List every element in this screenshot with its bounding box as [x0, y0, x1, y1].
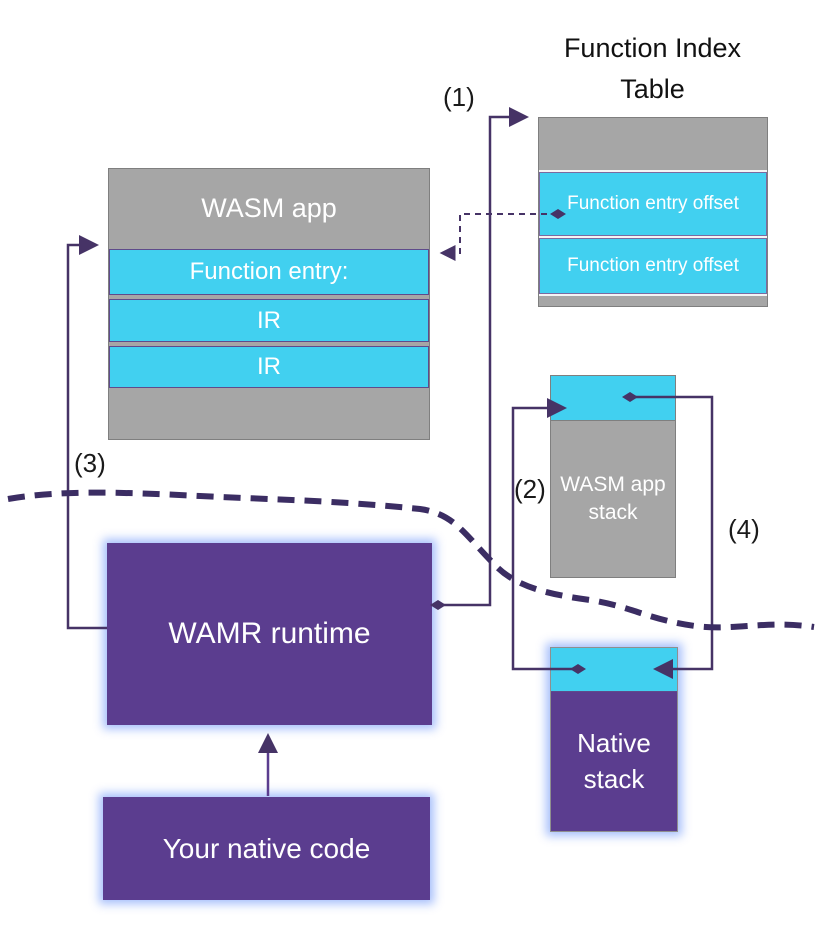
function-index-table: Function entry offset Function entry off…	[538, 117, 768, 307]
divider	[539, 170, 767, 172]
step-4-label: (4)	[728, 514, 760, 544]
wasm-app-stack-block: WASM app stack	[550, 375, 676, 578]
wasm-app-function-entry-row: Function entry:	[109, 249, 429, 295]
step-3-label: (3)	[74, 448, 106, 478]
wasm-app-block: WASM app Function entry: IR IR	[108, 168, 430, 440]
diamond-icon	[430, 600, 446, 610]
step-1-label: (1)	[443, 82, 475, 112]
divider	[539, 236, 767, 238]
function-index-table-empty-slot	[539, 118, 767, 170]
function-index-table-footer-strip	[539, 296, 767, 306]
native-stack-label: Native stack	[551, 692, 677, 831]
step-2-label: (2)	[514, 474, 546, 504]
function-entry-offset-cell: Function entry offset	[539, 238, 767, 294]
function-entry-offset-cell: Function entry offset	[539, 172, 767, 236]
function-index-table-title: Function Index Table	[563, 33, 742, 104]
native-stack-top-band	[551, 648, 677, 692]
wasm-app-title: WASM app	[201, 192, 337, 223]
wasm-app-ir-row: IR	[109, 346, 429, 388]
your-native-code-block: Your native code	[103, 797, 430, 900]
divider	[539, 294, 767, 296]
wasm-app-ir-row: IR	[109, 299, 429, 342]
wasm-app-stack-top-band	[551, 376, 675, 421]
connector-step1-runtime-to-index-table	[438, 107, 529, 607]
native-stack-block: Native stack	[550, 647, 678, 832]
connector-step3-runtime-to-wasm-app	[66, 235, 107, 630]
wamr-runtime-block: WAMR runtime	[107, 543, 432, 725]
wasm-app-stack-label: WASM app stack	[560, 472, 666, 524]
